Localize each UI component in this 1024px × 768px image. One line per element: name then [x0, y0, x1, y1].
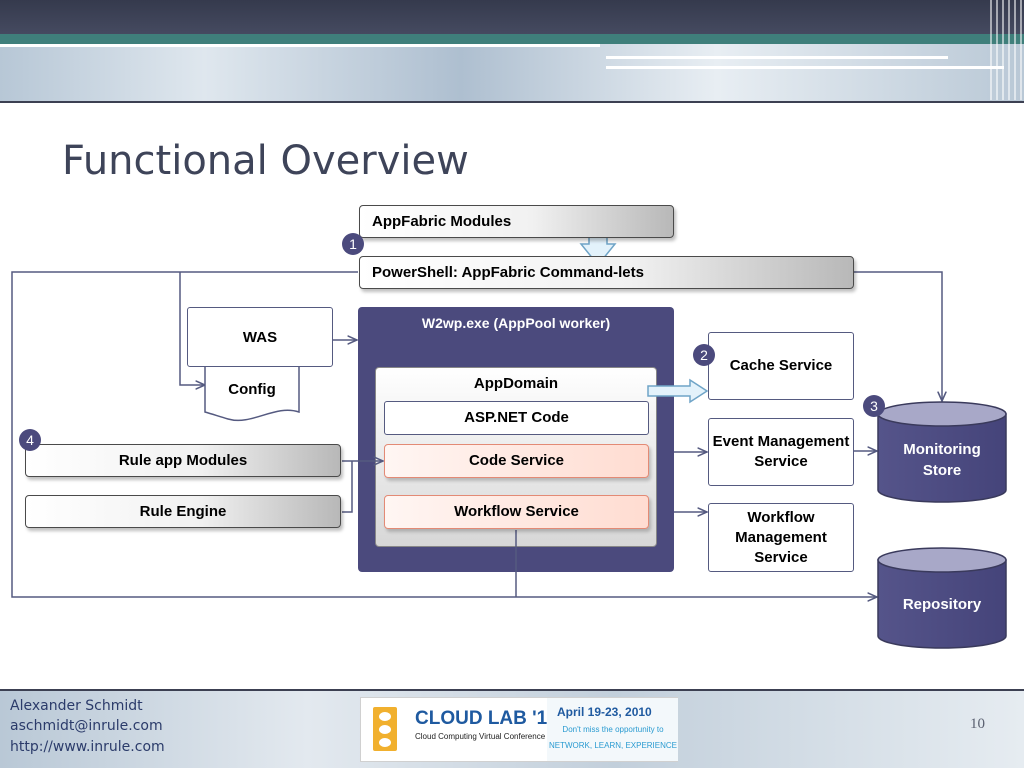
was-box: WAS — [187, 307, 333, 367]
badge-3: 3 — [863, 395, 885, 417]
workflow-service-box: Workflow Service — [384, 495, 649, 529]
banner-tagline-2: NETWORK, LEARN, EXPERIENCE — [548, 741, 678, 750]
banner-tagline-1: Don't miss the opportunity to — [562, 725, 664, 734]
banner-subtitle: Cloud Computing Virtual Conference — [415, 732, 546, 741]
header-divider — [0, 101, 1024, 103]
code-service-box: Code Service — [384, 444, 649, 478]
badge-2: 2 — [693, 344, 715, 366]
connector-line — [11, 271, 877, 597]
header-stripes — [990, 0, 1024, 100]
cloudlab-logo-icon — [373, 707, 397, 751]
right-arrow-icon — [647, 378, 709, 404]
cache-service-box: Cache Service — [708, 332, 854, 400]
footer-divider — [0, 689, 1024, 691]
appdomain-label: AppDomain — [473, 375, 559, 392]
badge-1: 1 — [342, 233, 364, 255]
monitoring-store-cylinder — [877, 413, 1007, 503]
footer-author: Alexander Schmidt — [10, 698, 143, 714]
repository-cylinder — [877, 559, 1007, 649]
badge-4: 4 — [19, 429, 41, 451]
monitoring-store-label-1: Monitoring — [903, 441, 980, 458]
connector-line — [179, 272, 205, 385]
banner-right-panel — [547, 698, 678, 761]
header-highlight-line — [606, 66, 1004, 69]
connector-line — [342, 461, 353, 513]
slide-title: Functional Overview — [62, 138, 469, 184]
footer-url[interactable]: http://www.inrule.com — [10, 739, 165, 755]
repository-label: Repository — [903, 596, 982, 613]
page-number: 10 — [970, 716, 985, 732]
config-label: Config — [228, 381, 275, 398]
aspnet-code-box: ASP.NET Code — [384, 401, 649, 435]
header-accent-band — [0, 34, 1024, 44]
header-highlight-line — [0, 44, 600, 47]
cloudlab-banner[interactable]: CLOUD LAB '10 Cloud Computing Virtual Co… — [360, 697, 678, 762]
monitoring-store-label-2: Store — [923, 462, 961, 479]
banner-title: CLOUD LAB '10 — [415, 708, 558, 729]
powershell-box: PowerShell: AppFabric Command-lets — [359, 256, 854, 289]
event-management-box: Event Management Service — [708, 418, 854, 486]
appfabric-modules-box: AppFabric Modules — [359, 205, 674, 238]
header-sky-band — [0, 44, 1024, 102]
rule-app-modules-box: Rule app Modules — [25, 444, 341, 477]
banner-dates: April 19-23, 2010 — [557, 705, 652, 719]
config-document-shape — [204, 355, 300, 422]
header-highlight-line — [606, 56, 948, 59]
w3wp-label: W2wp.exe (AppPool worker) — [421, 315, 611, 331]
was-label: WAS — [242, 329, 278, 346]
header-bar — [0, 0, 1024, 34]
connector-line — [854, 271, 942, 401]
footer-email[interactable]: aschmidt@inrule.com — [10, 718, 163, 734]
workflow-management-box: Workflow Management Service — [708, 503, 854, 572]
rule-engine-box: Rule Engine — [25, 495, 341, 528]
